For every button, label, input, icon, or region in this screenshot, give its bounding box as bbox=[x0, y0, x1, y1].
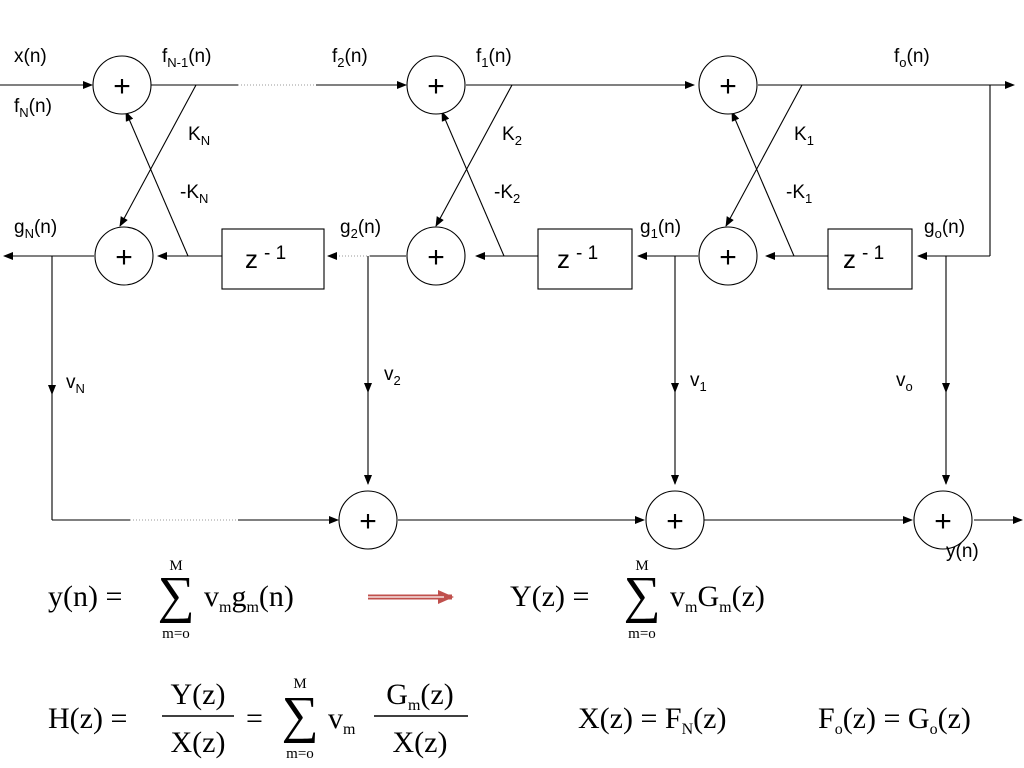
label-g2-n: g2(n) bbox=[340, 217, 381, 241]
label-fN-n: fN(n) bbox=[14, 96, 52, 120]
adder-bottom-1: + bbox=[698, 226, 758, 286]
svg-text:vmGm(z): vmGm(z) bbox=[670, 580, 765, 616]
label-v1: v1 bbox=[690, 370, 707, 394]
lattice-crosses bbox=[119, 84, 803, 257]
label-gN-n: gN(n) bbox=[14, 217, 57, 241]
ladder-taps bbox=[48, 256, 1023, 524]
adder-top-N: + bbox=[92, 55, 152, 115]
svg-text:∑: ∑ bbox=[157, 567, 194, 624]
cross-neg-K1 bbox=[731, 111, 795, 257]
svg-text:y(n) =: y(n) = bbox=[48, 580, 122, 613]
label-neg-K1: -K1 bbox=[786, 182, 812, 206]
svg-text:+: + bbox=[427, 70, 445, 103]
cross-neg-KN bbox=[125, 111, 189, 257]
adder-ladder-o: + bbox=[913, 490, 973, 550]
label-y-n: y(n) bbox=[946, 541, 979, 562]
label-v2: v2 bbox=[384, 364, 401, 388]
svg-text:X(z): X(z) bbox=[171, 726, 226, 759]
svg-text:=: = bbox=[246, 702, 263, 735]
cross-K1 bbox=[725, 84, 803, 227]
label-fo-n: fo(n) bbox=[894, 46, 930, 70]
svg-text:+: + bbox=[359, 505, 377, 538]
svg-text:+: + bbox=[719, 70, 737, 103]
equation-y-n: y(n) = M ∑ m=o vmgm(n) bbox=[48, 558, 294, 642]
svg-text:H(z) =: H(z) = bbox=[48, 702, 127, 735]
svg-text:m=o: m=o bbox=[628, 626, 656, 642]
label-vN: vN bbox=[66, 372, 85, 396]
adder-bottom-2: + bbox=[406, 226, 466, 286]
svg-text:z- 1: z- 1 bbox=[245, 243, 286, 274]
svg-text:z- 1: z- 1 bbox=[557, 243, 598, 274]
svg-text:z- 1: z- 1 bbox=[843, 243, 884, 274]
delay-block-1: z- 1 bbox=[827, 228, 913, 290]
adder-ladder-1: + bbox=[645, 490, 705, 550]
svg-text:∑: ∑ bbox=[623, 567, 660, 624]
delay-block-N: z- 1 bbox=[221, 228, 325, 290]
svg-text:Fo(z) = Go(z): Fo(z) = Go(z) bbox=[818, 702, 971, 738]
equation-H-z: H(z) = Y(z) X(z) = M ∑ m=o vm Gm(z) X(z) bbox=[48, 676, 468, 762]
label-x-n: x(n) bbox=[14, 46, 47, 67]
svg-text:vm: vm bbox=[328, 702, 356, 738]
label-neg-KN: -KN bbox=[180, 182, 208, 206]
label-f2-n: f2(n) bbox=[332, 46, 368, 70]
label-fN1-n: fN-1(n) bbox=[162, 46, 211, 70]
label-K1: K1 bbox=[794, 124, 814, 148]
svg-text:M: M bbox=[293, 676, 306, 692]
svg-text:+: + bbox=[666, 505, 684, 538]
label-g1-n: g1(n) bbox=[640, 217, 681, 241]
equation-Y-z: Y(z) = M ∑ m=o vmGm(z) bbox=[510, 558, 765, 642]
svg-text:m=o: m=o bbox=[286, 746, 314, 762]
svg-text:+: + bbox=[719, 241, 737, 274]
svg-text:M: M bbox=[635, 558, 648, 574]
adders: + + + + + + + + bbox=[92, 55, 973, 550]
cross-neg-K2 bbox=[441, 111, 505, 257]
adder-top-2: + bbox=[406, 55, 466, 115]
svg-text:m=o: m=o bbox=[162, 626, 190, 642]
svg-text:∑: ∑ bbox=[281, 687, 318, 744]
label-KN: KN bbox=[188, 124, 210, 148]
delay-blocks: z- 1 z- 1 z- 1 bbox=[221, 228, 913, 290]
svg-text:+: + bbox=[427, 241, 445, 274]
label-vo: vo bbox=[896, 370, 913, 394]
svg-text:vmgm(n): vmgm(n) bbox=[204, 580, 294, 616]
equation-X-z: X(z) = FN(z) bbox=[578, 702, 726, 738]
label-go-n: go(n) bbox=[924, 217, 965, 241]
signal-labels: x(n) fN(n) fN-1(n) f2(n) f1(n) fo(n) gN(… bbox=[14, 46, 979, 562]
label-K2: K2 bbox=[502, 124, 522, 148]
svg-text:Y(z) =: Y(z) = bbox=[510, 580, 589, 613]
svg-text:+: + bbox=[113, 70, 131, 103]
adder-bottom-N: + bbox=[94, 226, 154, 286]
delay-block-2: z- 1 bbox=[537, 228, 633, 290]
cross-K2 bbox=[435, 84, 513, 227]
label-f1-n: f1(n) bbox=[476, 46, 512, 70]
svg-text:X(z): X(z) bbox=[393, 726, 448, 759]
svg-text:X(z) = FN(z): X(z) = FN(z) bbox=[578, 702, 726, 738]
svg-text:+: + bbox=[934, 505, 952, 538]
equation-Fo-z: Fo(z) = Go(z) bbox=[818, 702, 971, 738]
svg-text:Y(z): Y(z) bbox=[171, 678, 226, 711]
adder-ladder-2: + bbox=[338, 490, 398, 550]
forward-path bbox=[0, 81, 1015, 260]
adder-top-1: + bbox=[698, 55, 758, 115]
cross-KN bbox=[119, 84, 197, 227]
label-neg-K2: -K2 bbox=[494, 182, 520, 206]
svg-text:+: + bbox=[115, 241, 133, 274]
svg-text:M: M bbox=[169, 558, 182, 574]
svg-text:Gm(z): Gm(z) bbox=[386, 678, 453, 714]
